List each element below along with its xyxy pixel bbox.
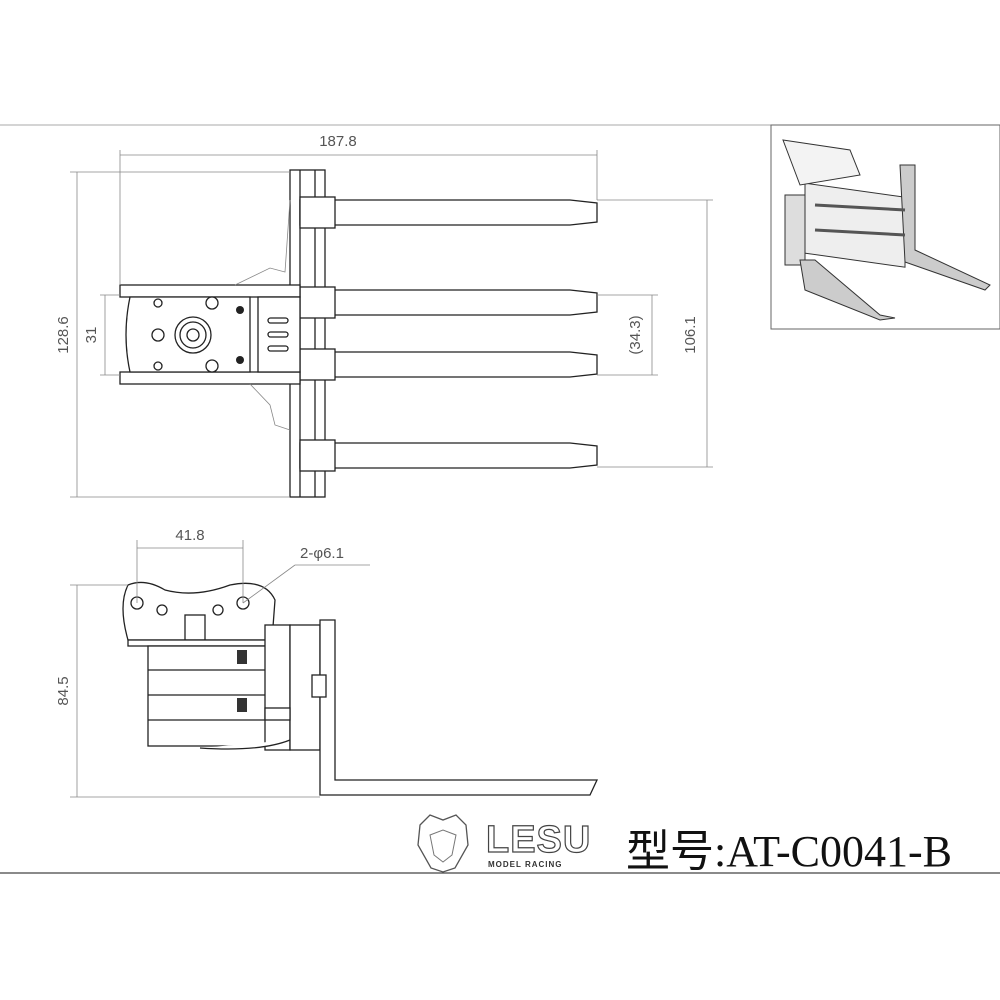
dim-overall-height: 128.6: [55, 316, 72, 354]
dim-hole-spec: 2-φ6.1: [300, 545, 344, 562]
dim-outer-fork-spacing: 106.1: [682, 316, 699, 354]
lion-logo: [417, 814, 469, 873]
top-view: [119, 169, 598, 498]
dim-overall-length: 187.8: [319, 133, 357, 150]
side-dimensions: 41.8 2-φ6.1 84.5: [55, 527, 370, 798]
brand-tagline: MODEL RACING: [488, 860, 563, 869]
inset-3d-view: [770, 124, 1000, 330]
dim-rotator-height: 31: [83, 327, 100, 344]
brand-name: LESU: [486, 819, 591, 861]
dim-side-height: 84.5: [55, 676, 72, 705]
dim-hole-spacing: 41.8: [175, 527, 204, 544]
side-view: [122, 581, 599, 796]
forks: [299, 196, 598, 472]
dim-inner-fork-spacing: (34.3): [627, 315, 644, 354]
model-number: 型号:AT-C0041-B: [626, 827, 952, 876]
top-dimensions: 187.8 128.6 31 (34.3) 106.1: [55, 133, 713, 498]
